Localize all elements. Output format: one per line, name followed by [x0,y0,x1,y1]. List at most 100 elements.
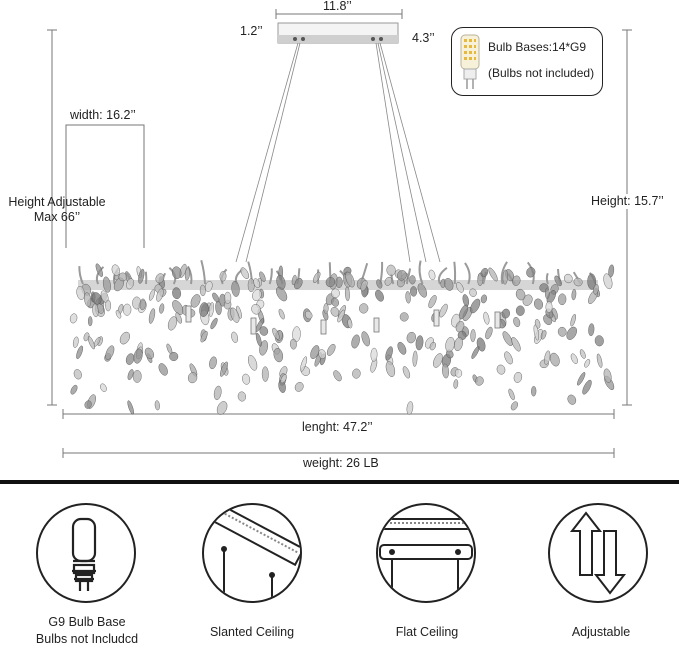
crystal [231,331,238,343]
feature-g9-caption: G9 Bulb Base Bulbs not Includcd [22,614,152,648]
crystal [312,271,321,284]
crystal [220,361,228,377]
crystal [216,401,228,415]
crystal [533,324,539,341]
crystal [115,310,122,319]
crystal [122,303,132,316]
crystal [105,345,115,360]
crystal [318,349,326,359]
crystal [333,370,342,382]
crystal [280,374,287,384]
crystal [515,305,525,316]
canopy-height-left-label: 1.2’’ [240,24,263,38]
crystal [579,349,586,359]
height-adjustable-line1: Height Adjustable [8,195,106,209]
crystal [596,353,603,368]
crystal [148,289,155,301]
crystal [118,272,128,282]
crystal [73,369,82,380]
slanted-ceiling-icon [208,505,300,601]
crystal [200,331,208,343]
feature-slanted-circle [202,503,302,603]
g9-bulb-icon [71,517,97,591]
branch [500,261,508,285]
crystal [564,273,573,284]
crystal [138,268,145,284]
crystal [219,271,227,282]
crystal [111,264,120,276]
canopy-width-label: 11.8’’ [323,0,352,13]
crystal [554,275,562,287]
crystal [261,366,269,382]
feature-flat-caption: Flat Ceiling [395,625,459,639]
feature-g9-circle [36,503,136,603]
crystal [544,350,551,365]
crystal [361,331,370,347]
crystal [544,287,550,299]
crystal [190,294,201,308]
crystal [154,400,160,411]
crystal [515,288,526,301]
crystal [577,372,586,386]
crystal [476,337,486,352]
crystal [501,308,510,319]
crystal [410,286,418,297]
crystal [594,335,604,347]
crystal [92,303,99,318]
crystal [511,337,521,352]
crystal [573,277,583,287]
crystal [567,394,577,405]
crystal [399,312,409,322]
crystal [253,278,261,289]
branch [95,266,105,285]
crystal [386,264,396,276]
crystal [133,348,143,364]
crystal [475,376,484,386]
crystal [175,312,182,324]
crystal [95,263,103,277]
crystal [412,350,418,367]
crystal [199,302,209,317]
crystal [84,400,92,409]
crystal [231,280,240,297]
crystal [105,299,112,312]
branch [405,268,412,285]
feature-adjustable-caption: Adjustable [571,625,631,639]
crystal [304,310,313,320]
crystal [159,303,165,314]
crystal [510,401,518,411]
crystal [502,269,508,285]
branch [464,262,471,285]
crystal [439,303,448,318]
crystal [409,275,416,285]
crystal [415,335,424,351]
crystal [156,288,164,302]
crystal [87,316,93,327]
crystal [69,313,78,324]
branch [437,267,448,285]
branch [78,266,84,285]
crystal [70,384,78,395]
crystal [397,341,407,355]
crystal [545,301,553,313]
crystal [209,356,217,370]
branch [418,260,424,285]
feature-g9-line2: Bulbs not Includcd [35,632,139,646]
feature-slanted-caption: Slanted Ceiling [209,625,295,639]
crystal [603,273,613,290]
crystal [132,370,142,383]
crystal [453,379,459,389]
crystal [251,304,261,315]
canopy [277,22,399,44]
crystal [502,331,513,346]
crystal [213,385,222,401]
crystal [508,388,515,401]
crystal [259,326,269,336]
crystal [534,298,543,310]
crystal [429,341,436,351]
crystal [87,336,95,350]
branch [545,272,549,285]
crystal [247,355,258,371]
crystal [273,347,284,363]
crystal [402,366,411,379]
